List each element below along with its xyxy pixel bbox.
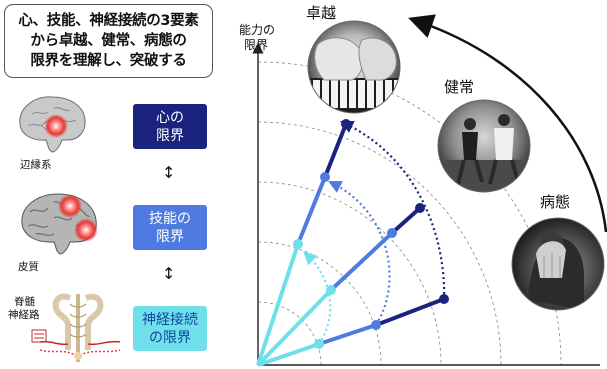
improvement-curved-arrow <box>408 14 607 233</box>
cortex-label: 皮質 <box>18 261 39 273</box>
mid-blue-transition-arrow <box>328 180 391 326</box>
ray-steep <box>256 123 348 366</box>
excellence-label: 卓越 <box>306 4 337 22</box>
limit-dots <box>293 119 449 349</box>
title-line-2: から卓越、健常、病態の <box>30 33 187 49</box>
brain-limbic-icon <box>12 90 92 158</box>
ray-middle <box>256 206 422 367</box>
updown-arrow-icon: ↕ <box>162 264 176 283</box>
neural-limit-line2: の限界 <box>149 329 191 346</box>
skill-limit-box: 技能の 限界 <box>133 205 207 250</box>
runners-photo <box>437 99 531 193</box>
piano-hands-photo <box>307 20 401 114</box>
ray-shallow <box>257 297 445 367</box>
light-cyan-transition-arrow <box>303 251 332 345</box>
mind-limit-box: 心の 限界 <box>133 104 207 149</box>
spinal-pathway-icon <box>30 290 126 365</box>
axis-label-line2: 限界 <box>244 38 269 52</box>
neural-limit-box: 神経接続 の限界 <box>133 306 207 351</box>
title-line-1: 心、技能、神経接続の3要素 <box>18 13 199 29</box>
spinal-label-2: 神経路 <box>8 309 40 321</box>
brain-cortex-icon <box>14 188 104 260</box>
head-in-hands-photo <box>511 217 605 311</box>
mind-limit-line1: 心の <box>156 109 184 126</box>
pathology-label: 病態 <box>540 193 571 211</box>
healthy-label: 健常 <box>444 78 475 96</box>
spinal-label-1: 脊髄 <box>14 296 35 308</box>
title-line-3: 限界を理解し、突破する <box>30 53 187 69</box>
dark-navy-transition-arrow <box>340 120 446 300</box>
limbic-label: 辺縁系 <box>20 159 52 171</box>
mind-limit-line2: 限界 <box>156 127 184 144</box>
axis-label-line1: 能力の <box>239 23 276 37</box>
updown-arrow-icon: ↕ <box>162 163 176 182</box>
skill-limit-line1: 技能の <box>149 210 191 227</box>
skill-limit-line2: 限界 <box>156 228 184 245</box>
neural-limit-line1: 神経接続 <box>142 311 198 328</box>
title-box: 心、技能、神経接続の3要素 から卓越、健常、病態の 限界を理解し、突破する <box>4 4 213 78</box>
